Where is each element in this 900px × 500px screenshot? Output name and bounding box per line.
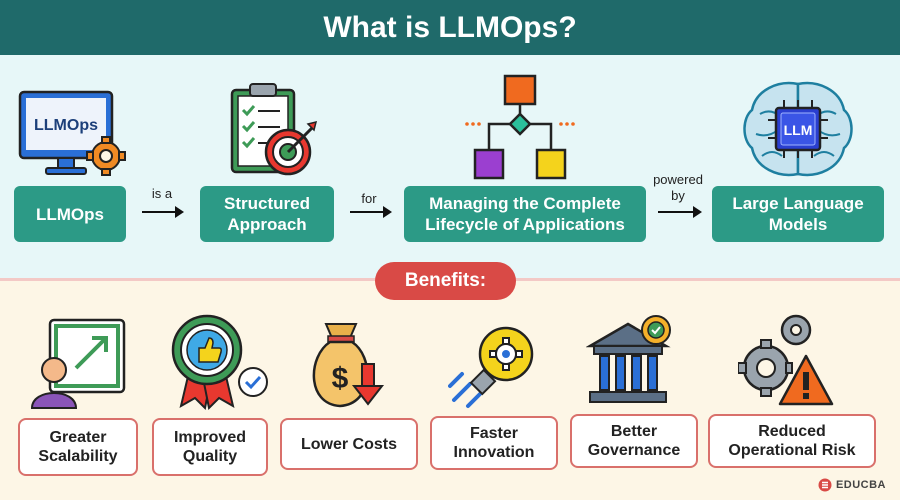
benefit-line1: Reduced (758, 423, 826, 440)
connector-by: by (671, 188, 685, 203)
benefit-line1: Lower Costs (300, 435, 397, 453)
title-bar: What is LLMOps? (0, 0, 900, 55)
brand-name: EDUCBA (835, 479, 886, 491)
benefit-greater-scalability: Greater Scalability (18, 418, 138, 476)
connector-is-a: is a (151, 186, 173, 201)
benefit-line2: Quality (182, 448, 238, 465)
benefit-line2: Scalability (38, 448, 118, 465)
benefit-better-governance: Better Governance (570, 414, 698, 468)
benefit-line1: Greater (49, 429, 107, 446)
benefit-reduced-operational-risk: Reduced Operational Risk (708, 414, 876, 468)
benefit-improved-quality: Improved Quality (152, 418, 268, 476)
structured-approach-box: Structured Approach (200, 186, 334, 242)
svg-text:$: $ (332, 362, 349, 395)
scalability-icon (30, 318, 126, 409)
arrow-1 (142, 206, 184, 218)
benefits-heading: Benefits: (375, 262, 516, 300)
monitor-screen-text: LLMOps (34, 117, 98, 134)
chip-label: LLM (784, 122, 813, 138)
llmops-box: LLMOps (14, 186, 126, 242)
connector-powered: powered (653, 172, 703, 187)
flowchart-icon (465, 74, 575, 180)
large-language-models-line1: Large Language (732, 194, 864, 213)
gears-warning-icon (738, 314, 834, 406)
benefit-line1: Better (610, 423, 658, 440)
arrow-3 (658, 206, 702, 218)
llmops-label: LLMOps (36, 204, 104, 224)
benefit-line2: Operational Risk (728, 442, 856, 459)
managing-lifecycle-box: Managing the Complete Lifecycle of Appli… (404, 186, 646, 242)
benefit-line2: Innovation (453, 444, 535, 461)
managing-lifecycle-line1: Managing the Complete (429, 194, 621, 213)
clipboard-target-icon (230, 83, 318, 176)
page-title: What is LLMOps? (323, 10, 577, 44)
money-bag-down-icon: $ (312, 323, 385, 408)
benefits-heading-label: Benefits: (404, 270, 487, 291)
educba-logo-icon (818, 478, 832, 492)
benefit-line1: Faster (469, 425, 519, 442)
benefit-lower-costs: Lower Costs (280, 418, 418, 470)
large-language-models-line2: Models (768, 215, 828, 234)
structured-approach-line1: Structured (224, 194, 310, 213)
connector-for: for (361, 191, 377, 206)
monitor-gear-icon: LLMOps (18, 90, 126, 176)
benefit-line1: Improved (173, 429, 246, 446)
arrow-2 (350, 206, 392, 218)
connector-powered-by: powered by (650, 172, 706, 204)
managing-lifecycle-line2: Lifecycle of Applications (425, 215, 625, 234)
governance-building-icon (586, 315, 671, 403)
brain-llm-chip-icon: LLM (743, 81, 853, 177)
quality-badge-icon (171, 314, 268, 411)
benefit-faster-innovation: Faster Innovation (430, 416, 558, 470)
benefit-line2: Governance (587, 442, 681, 459)
structured-approach-line2: Approach (227, 215, 307, 234)
brand-logo: EDUCBA (818, 478, 886, 492)
large-language-models-box: Large Language Models (712, 186, 884, 242)
lightbulb-gear-icon (448, 326, 534, 408)
